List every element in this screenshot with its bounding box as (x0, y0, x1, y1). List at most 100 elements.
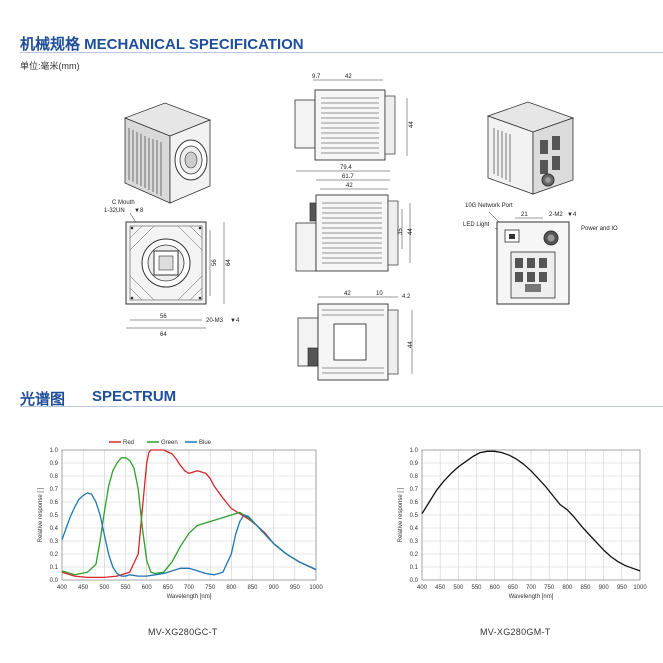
x-tick-label: 800 (562, 585, 573, 591)
y-tick-label: 0.9 (410, 461, 419, 467)
thread-label: 1-32UN (104, 208, 125, 214)
network-port-label: 10G Network Port (465, 203, 513, 209)
x-axis-label: Wavelength [nm] (167, 594, 212, 600)
x-tick-label: 900 (599, 585, 610, 591)
front-screw-label: 20-M3 (206, 318, 224, 324)
y-tick-label: 0.9 (50, 461, 59, 467)
camera-bottom-view: 42 10 4.2 44 (297, 291, 414, 381)
x-tick-label: 550 (471, 585, 482, 591)
front-w-inner: 56 (160, 314, 167, 320)
top-len: 79.4 (340, 165, 352, 171)
camera-isometric-back (486, 101, 575, 195)
side-top-height: 44 (409, 121, 415, 128)
top-mid: 61.7 (342, 174, 354, 180)
x-tick-label: 850 (580, 585, 591, 591)
camera-top-view: 79.4 61.7 42 35 44 (295, 165, 414, 272)
x-tick-label: 800 (226, 585, 237, 591)
y-tick-label: 0.3 (410, 539, 419, 545)
plot-frame (421, 449, 641, 581)
series-line-blue (61, 492, 317, 577)
spectrum-title-cn: 光谱图 (20, 391, 66, 408)
camera-front-view: C Mouth 1-32UN ▼8 56 64 56 64 20-M3 ▼4 (104, 200, 240, 338)
x-tick-label: 700 (184, 585, 195, 591)
y-axis-label: Relative response [ ] (398, 487, 404, 542)
c-mouth-label: C Mouth (112, 200, 135, 206)
y-tick-label: 0.2 (50, 552, 59, 558)
camera-back-view: 10G Network Port 21 2-M2 ▼4 LED Light Po… (463, 203, 618, 305)
front-screw-depth: ▼4 (230, 318, 240, 324)
legend-label-green: Green (161, 440, 178, 446)
spectrum-divider (20, 406, 663, 407)
camera-side-view-top: 9.7 42 44 (294, 74, 415, 161)
front-h-inner: 56 (212, 259, 218, 266)
legend-label-red: Red (123, 440, 134, 446)
x-tick-label: 650 (508, 585, 519, 591)
x-tick-label: 400 (57, 585, 68, 591)
bottom-height: 44 (408, 341, 414, 348)
x-tick-label: 850 (247, 585, 258, 591)
y-tick-label: 0.3 (50, 539, 59, 545)
y-axis-label: Relative response [ ] (38, 487, 44, 542)
thread-depth-label: ▼8 (134, 208, 144, 214)
y-tick-label: 0.8 (410, 474, 419, 480)
unit-label: 单位:毫米(mm) (20, 61, 80, 71)
y-tick-label: 0.1 (50, 565, 59, 571)
back-screw-depth: ▼4 (567, 212, 577, 218)
camera-isometric-front (123, 102, 212, 204)
y-tick-label: 0.6 (410, 500, 419, 506)
led-light-label: LED Light (463, 222, 490, 228)
front-h-outer: 64 (226, 259, 232, 266)
y-tick-label: 0.0 (50, 578, 59, 584)
top-h2: 44 (408, 228, 414, 235)
plot-frame (61, 449, 317, 581)
x-tick-label: 900 (269, 585, 280, 591)
bottom-a: 42 (344, 291, 351, 297)
y-tick-label: 0.6 (50, 500, 59, 506)
x-tick-label: 750 (544, 585, 555, 591)
bottom-c: 4.2 (402, 294, 411, 300)
mechanical-title: 机械规格 MECHANICAL SPECIFICATION (20, 36, 304, 53)
y-tick-label: 1.0 (50, 448, 59, 454)
bottom-b: 10 (376, 291, 383, 297)
color-spectrum-chart: 400 450 500 550 600 650 700 750 800 850 900 950 1000… (38, 440, 323, 600)
top-h1: 35 (398, 228, 404, 235)
x-tick-label: 550 (120, 585, 131, 591)
y-tick-label: 1.0 (410, 448, 419, 454)
y-tick-label: 0.4 (410, 526, 419, 532)
y-tick-label: 0.2 (410, 552, 419, 558)
y-tick-label: 0.0 (410, 578, 419, 584)
back-screw-label: 2-M2 (549, 212, 563, 218)
y-tick-label: 0.5 (410, 513, 419, 519)
side-top-b: 42 (345, 74, 352, 80)
x-tick-label: 1000 (633, 585, 647, 591)
x-tick-label: 750 (205, 585, 216, 591)
legend-label-blue: Blue (199, 440, 212, 446)
mono-spectrum-chart: 400 450 500 550 600 650 700 750 800 850 900 950 1000… (398, 448, 647, 600)
x-tick-label: 700 (526, 585, 537, 591)
spectrum-title-en: SPECTRUM (92, 388, 177, 405)
x-tick-label: 500 (453, 585, 464, 591)
x-tick-label: 600 (490, 585, 501, 591)
y-tick-label: 0.1 (410, 565, 419, 571)
side-top-a: 9.7 (312, 74, 321, 80)
x-tick-label: 1000 (309, 585, 323, 591)
x-tick-label: 600 (142, 585, 153, 591)
top-body: 42 (346, 183, 353, 189)
x-tick-label: 450 (435, 585, 446, 591)
x-tick-label: 950 (290, 585, 301, 591)
front-w-outer: 64 (160, 332, 167, 338)
y-tick-label: 0.7 (50, 487, 59, 493)
mechanical-divider (20, 52, 663, 53)
x-tick-label: 650 (163, 585, 174, 591)
back-spacing: 21 (521, 212, 528, 218)
y-tick-label: 0.8 (50, 474, 59, 480)
y-tick-label: 0.7 (410, 487, 419, 493)
model-mono: MV-XG280GM-T (480, 627, 551, 637)
x-tick-label: 950 (617, 585, 628, 591)
series-line-mono (421, 450, 641, 572)
x-tick-label: 400 (417, 585, 428, 591)
x-tick-label: 500 (99, 585, 110, 591)
model-color: MV-XG280GC-T (148, 627, 218, 637)
x-tick-label: 450 (78, 585, 89, 591)
power-io-label: Power and IO (581, 226, 618, 232)
